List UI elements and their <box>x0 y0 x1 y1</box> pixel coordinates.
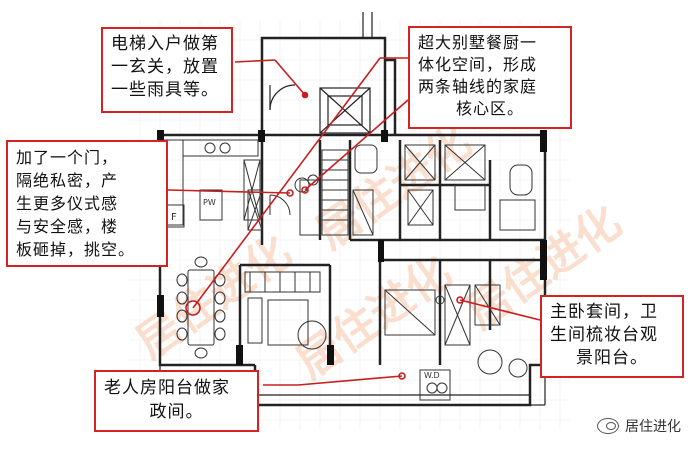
callout-line: 隔绝私密，产 <box>16 171 119 190</box>
callout-line: 老人房阳台做家 <box>104 378 230 398</box>
wechat-watermark: 居住进化 <box>597 416 681 436</box>
callout-line: 主卧套间，卫 <box>550 302 658 322</box>
callout-line: 生间梳妆台观 <box>550 325 658 345</box>
fridge-label: F <box>171 212 177 223</box>
pw-label: PW <box>203 198 216 207</box>
callout-door-privacy: 加了一个门， 隔绝私密，产 生更多仪式感 与安全感，楼 板砸掉，挑空。 <box>6 140 168 267</box>
svg-text:居住进化: 居住进化 <box>307 116 480 259</box>
callout-master-suite: 主卧套间，卫 生间梳妆台观 景阳台。 <box>540 295 684 378</box>
watermark-logo-text: 居住进化 <box>625 419 681 435</box>
callout-villa-kitchen: 超大别墅餐厨一 体化空间，形成 两条轴线的家庭 核心区。 <box>408 26 572 129</box>
callout-line: 板砸掉，挑空。 <box>16 240 136 259</box>
callout-line: 体化空间，形成 <box>418 55 538 74</box>
elder-bedroom <box>244 271 327 350</box>
callout-elder-balcony: 老人房阳台做家 政间。 <box>94 370 259 432</box>
callout-line: 政间。 <box>149 402 204 422</box>
callout-line: 生更多仪式感 <box>16 194 119 213</box>
bathrooms <box>352 144 536 236</box>
callout-line: 电梯入户做第 <box>111 34 219 54</box>
callout-line: 加了一个门， <box>16 148 119 167</box>
callout-line: 两条轴线的家庭 <box>418 77 538 96</box>
callout-line: 超大别墅餐厨一 <box>418 33 538 52</box>
chat-bubble-icon <box>597 418 619 434</box>
staircase <box>299 149 349 236</box>
elevator <box>319 87 371 134</box>
kitchen-counters <box>162 139 261 228</box>
dining-table <box>176 256 226 359</box>
callout-line: 一些雨具等。 <box>111 80 219 100</box>
callout-line: 景阳台。 <box>576 348 648 368</box>
callout-line: 与安全感，楼 <box>16 217 119 236</box>
callout-line: 核心区。 <box>455 99 524 118</box>
top-doors <box>269 12 373 111</box>
callout-elevator-entry: 电梯入户做第 一玄关，放置 一些雨具等。 <box>101 27 233 113</box>
wd-label: W.D <box>424 371 440 380</box>
callout-line: 一玄关，放置 <box>111 57 219 77</box>
svg-text:居住进化: 居住进化 <box>287 246 460 389</box>
leader-lines <box>167 57 541 386</box>
master-bedroom <box>384 284 528 401</box>
